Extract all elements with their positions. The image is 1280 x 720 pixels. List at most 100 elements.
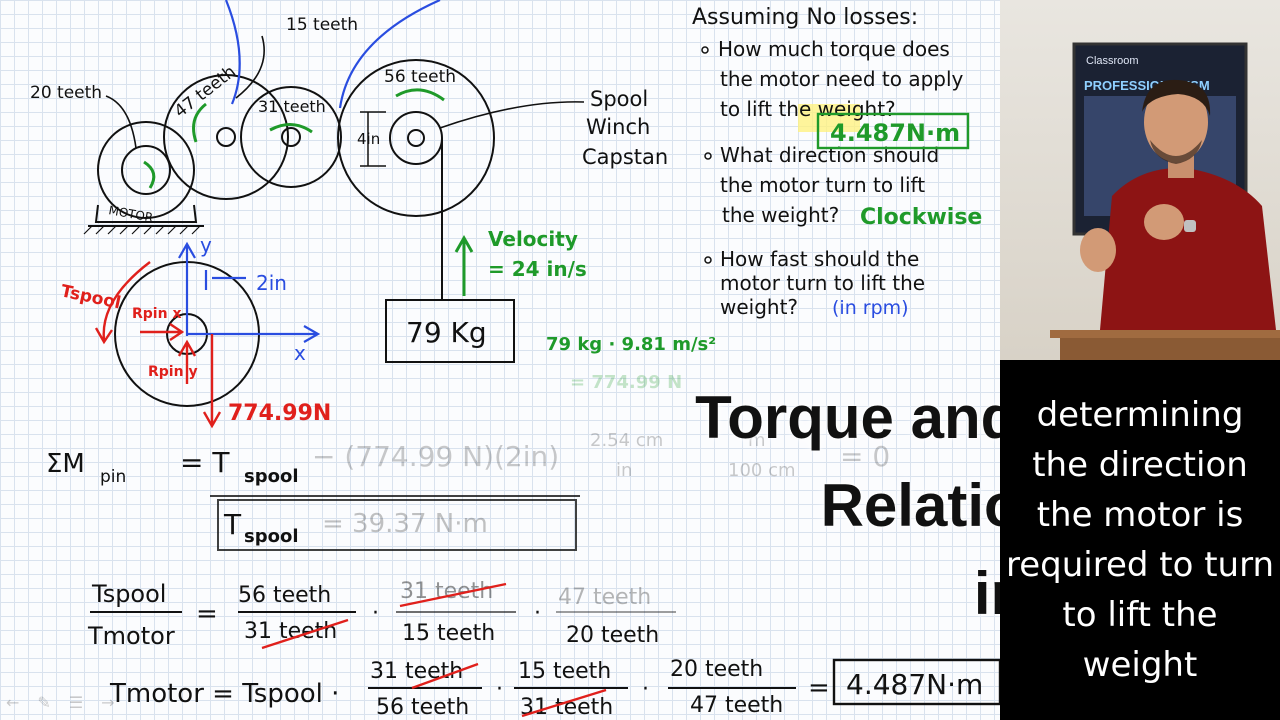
conv1-num: 2.54 cm xyxy=(590,430,663,451)
gear-31-rotation-arrow xyxy=(269,123,313,134)
moment-sub2: spool xyxy=(244,466,299,487)
tmotor-f3-num: 20 teeth xyxy=(670,657,763,682)
tspool-result-lhs: T xyxy=(223,508,242,541)
weight-result: = 774.99 N xyxy=(570,372,682,393)
presenter-watch xyxy=(1184,220,1196,232)
gear-47-rotation-arrow xyxy=(192,102,207,143)
blue-pointer-a xyxy=(224,0,241,105)
whiteboard: 20 teeth 15 teeth 47 teeth 31 teeth 56 t… xyxy=(0,0,1000,720)
pen-icon[interactable]: ✎ xyxy=(37,693,51,712)
motor-housing xyxy=(97,121,195,219)
tspool-result-val: = 39.37 N·m xyxy=(322,509,488,539)
fbd-rpinx-arrow xyxy=(140,323,185,341)
cancel-31-num xyxy=(399,582,507,608)
arrow-left-icon[interactable]: ← xyxy=(6,693,20,712)
caption-text: determining the direction the motor is r… xyxy=(1005,395,1274,685)
dimension-4in xyxy=(360,111,386,167)
q3-note: (in rpm) xyxy=(832,297,909,319)
bullet-2 xyxy=(704,152,712,160)
q1-answer-box xyxy=(816,112,970,150)
label-mass: 79 Kg xyxy=(406,316,487,349)
fbd-y-label: y xyxy=(200,233,212,257)
tmotor-dot-1: · xyxy=(496,677,503,702)
tmotor-f1-den: 56 teeth xyxy=(376,695,469,720)
ratio-f3-den: 20 teeth xyxy=(566,623,659,648)
label-47-teeth: 47 teeth xyxy=(171,62,240,122)
motor-rotation-arrow xyxy=(143,160,156,189)
gear-47-hub xyxy=(216,127,236,147)
moment-zero: = 0 xyxy=(840,440,890,473)
q3-line2: motor turn to lift the xyxy=(720,271,925,295)
podium xyxy=(1060,336,1280,360)
tmotor-result-box xyxy=(832,658,1000,706)
gear-47 xyxy=(163,74,289,200)
fbd-y-axis xyxy=(178,241,196,336)
q1-line3: to lift the weight? xyxy=(720,97,896,121)
weight-calc: 79 kg · 9.81 m/s² xyxy=(546,334,716,355)
tmotor-f2-den: 31 teeth xyxy=(520,695,613,720)
cancel-tmotor-f1 xyxy=(411,662,479,690)
questions-header: Assuming No losses: xyxy=(692,5,918,30)
tmotor-f3-den: 47 teeth xyxy=(690,693,783,718)
fbd-rpiny-arrow xyxy=(177,339,197,384)
fbd-rpinx-label: Rpin x xyxy=(132,306,181,322)
presenter-hair xyxy=(1142,79,1211,116)
ratio-dot-2: · xyxy=(534,601,541,626)
label-spool: Spool xyxy=(590,87,648,111)
fbd-2in-label: 2in xyxy=(256,271,287,295)
bullet-1 xyxy=(701,46,709,54)
conv1-den: in xyxy=(616,460,632,481)
menu-icon[interactable]: ☰ xyxy=(68,693,84,712)
fbd-x-label: x xyxy=(294,341,306,365)
ratio-equals: = xyxy=(196,599,218,629)
presenter-right-hand xyxy=(1144,204,1184,240)
conv2-num: m xyxy=(748,430,766,451)
arrow-right-icon[interactable]: → xyxy=(101,693,115,712)
label-15-teeth: 15 teeth xyxy=(286,15,358,35)
presenter-beard xyxy=(1150,140,1202,164)
gear-31-hub xyxy=(281,127,301,147)
tmotor-lhs: Tmotor = Tspool · xyxy=(109,679,339,709)
ratio-f1-den: 31 teeth xyxy=(244,619,337,644)
motor-base xyxy=(94,204,198,223)
label-20-teeth: 20 teeth xyxy=(30,83,102,103)
podium-top xyxy=(1050,330,1280,338)
ratio-f3-num: 47 teeth xyxy=(558,585,651,610)
highlight-mark xyxy=(798,104,860,132)
fbd-2in-dimension xyxy=(204,270,246,290)
ratio-num: Tspool xyxy=(91,580,166,608)
label-velocity: Velocity xyxy=(488,227,578,251)
presenter-shirt xyxy=(1100,167,1276,330)
player-controls: ← ✎ ☰ → xyxy=(6,693,115,712)
cancel-tmotor-f2 xyxy=(521,688,607,718)
ratio-f2-num: 31 teeth xyxy=(400,579,493,604)
label-31-teeth: 31 teeth xyxy=(258,97,326,116)
presenter-face xyxy=(1144,82,1208,162)
moment-sub: pin xyxy=(100,467,126,487)
q1-answer: 4.487N·m xyxy=(830,119,960,147)
motor-gear xyxy=(121,145,171,195)
tmotor-f1-num: 31 teeth xyxy=(370,659,463,684)
ratio-f1-num: 56 teeth xyxy=(238,583,331,608)
spool xyxy=(389,111,443,165)
spool-hub xyxy=(407,129,425,147)
fbd-x-axis xyxy=(187,325,321,343)
moment-eq: = T xyxy=(180,446,230,479)
tmotor-dot-2: · xyxy=(642,677,649,702)
fbd-force-label: 774.99N xyxy=(228,401,331,426)
tmotor-f2-num: 15 teeth xyxy=(518,659,611,684)
label-56-teeth: 56 teeth xyxy=(384,67,456,87)
presenter-scene: Classroom PROFESSIONALISM xyxy=(1050,42,1280,360)
tmotor-equals: = xyxy=(808,673,830,703)
q2-line2: the motor turn to lift xyxy=(720,173,925,197)
whiteboard-drawing: 20 teeth 15 teeth 47 teeth 31 teeth 56 t… xyxy=(30,0,1000,720)
velocity-arrow xyxy=(454,234,474,296)
label-4in: 4in xyxy=(357,130,380,148)
gear-56-rotation-arrow xyxy=(395,88,445,102)
ground-hatch xyxy=(83,225,201,235)
fbd-torque-arrow xyxy=(94,261,151,345)
label-capstan: Capstan xyxy=(582,145,668,169)
fbd-rpiny-label: Rpin y xyxy=(148,364,198,380)
fbd-force-arrow xyxy=(202,334,222,429)
label-velocity-value: = 24 in/s xyxy=(488,257,587,281)
